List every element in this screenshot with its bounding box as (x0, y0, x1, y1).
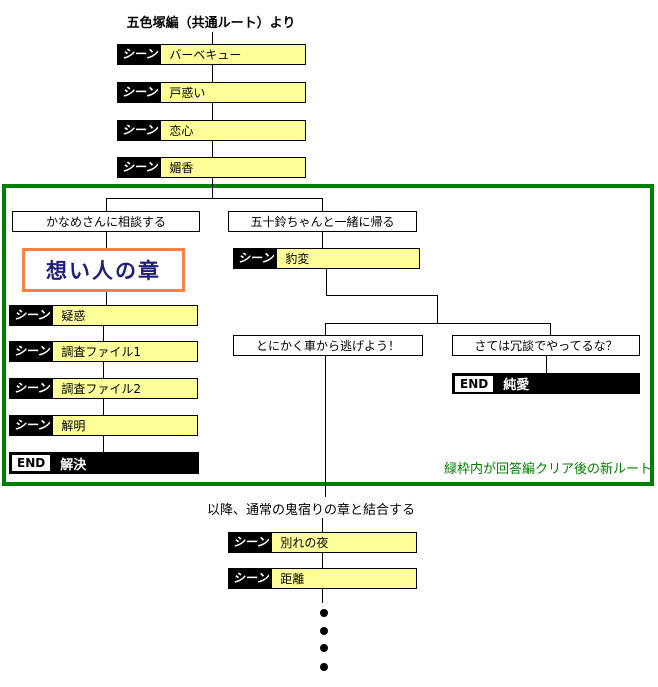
new-route-note: 緑枠内が回答編クリア後の新ルート (443, 462, 652, 477)
scene-label: 距離 (280, 572, 305, 586)
end-chip: END (12, 455, 51, 471)
choice-box-isuzu: 五十鈴ちゃんと一緒に帰る (228, 211, 417, 232)
scene-chip: シーン (10, 379, 54, 398)
scene-box-wakare-no-yoru: シーン 別れの夜 (228, 532, 417, 553)
connector-line (322, 553, 323, 568)
connector-line (326, 295, 438, 296)
continuation-dot (320, 644, 328, 652)
connector-line (103, 326, 104, 341)
continuation-dot (320, 663, 328, 671)
connector-line (212, 65, 213, 82)
connector-line (322, 232, 323, 248)
scene-label: 調査ファイル1 (61, 345, 142, 359)
connector-line (212, 103, 213, 120)
connector-line (212, 32, 213, 44)
choice-label: とにかく車から逃げよう！ (255, 339, 400, 353)
scene-label: 媚香 (169, 161, 194, 175)
continuation-dot (320, 627, 328, 635)
scene-box-kaimei: シーン 解明 (9, 415, 198, 436)
choice-box-joudan: さては冗談でやってるな？ (452, 335, 640, 356)
scene-box-koigokoro: シーン 恋心 (117, 120, 306, 141)
connector-line (212, 141, 213, 157)
scene-label: 調査ファイル2 (61, 382, 142, 396)
scene-box-chousa-file-1: シーン 調査ファイル1 (9, 341, 198, 362)
scene-chip: シーン (229, 533, 273, 552)
connector-line (322, 589, 323, 603)
choice-label: さては冗談でやってるな？ (474, 339, 618, 353)
end-box-junai: END 純愛 (452, 373, 640, 394)
choice-box-kaname: かなめさんに相談する (12, 211, 200, 232)
branch-line (325, 323, 551, 324)
connector-line (103, 362, 104, 378)
scene-chip: シーン (118, 158, 162, 177)
choice-label: かなめさんに相談する (45, 215, 166, 229)
connector-line (103, 399, 104, 415)
scene-chip: シーン (118, 45, 162, 64)
scene-box-barbecue: シーン バーベキュー (117, 44, 306, 65)
scene-label: バーベキュー (169, 48, 242, 62)
scene-label: 豹変 (285, 252, 310, 266)
connector-line (437, 295, 438, 323)
connector-line (212, 178, 213, 198)
scene-chip: シーン (10, 342, 54, 361)
connector-line (325, 323, 326, 335)
chapter-box-omoibito: 想い人の章 (22, 248, 185, 292)
scene-chip: シーン (118, 121, 162, 140)
scene-chip: シーン (229, 569, 273, 588)
connector-line (106, 292, 107, 305)
end-label: 純愛 (503, 378, 530, 393)
connector-line (550, 323, 551, 335)
merge-note: 以降、通常の鬼宿りの章と結合する (206, 503, 415, 518)
scene-box-tomadoi: シーン 戸惑い (117, 82, 306, 103)
scene-label: 疑惑 (61, 309, 86, 323)
scene-box-kyori: シーン 距離 (228, 568, 417, 589)
scene-box-giwaku: シーン 疑惑 (9, 305, 198, 326)
connector-line (325, 356, 326, 497)
connector-line (103, 436, 104, 452)
end-label: 解決 (60, 457, 87, 473)
scene-chip: シーン (10, 306, 54, 325)
continuation-dot (320, 609, 328, 617)
scene-chip: シーン (10, 416, 54, 435)
connector-line (106, 232, 107, 248)
scene-chip: シーン (118, 83, 162, 102)
scene-box-bikou: シーン 媚香 (117, 157, 306, 178)
connector-line (326, 269, 327, 295)
connector-line (322, 518, 323, 532)
scene-box-hyouhen: シーン 豹変 (233, 248, 420, 269)
connector-line (546, 356, 547, 373)
connector-line (106, 198, 107, 211)
connector-line (322, 198, 323, 211)
scene-label: 別れの夜 (280, 536, 329, 550)
scene-chip: シーン (234, 249, 278, 268)
choice-box-nigeyou: とにかく車から逃げよう！ (233, 335, 423, 356)
chapter-title: 想い人の章 (46, 259, 161, 283)
end-box-kaiketsu: END 解決 (9, 452, 199, 474)
scene-label: 解明 (61, 419, 86, 433)
scene-label: 戸惑い (169, 86, 206, 100)
scene-box-chousa-file-2: シーン 調査ファイル2 (9, 378, 198, 399)
choice-label: 五十鈴ちゃんと一緒に帰る (250, 215, 395, 229)
scene-label: 恋心 (169, 124, 194, 138)
new-route-frame (2, 184, 654, 486)
end-chip: END (455, 375, 494, 392)
diagram-title: 五色塚編（共通ルート）より (126, 16, 296, 31)
branch-line (106, 198, 323, 199)
